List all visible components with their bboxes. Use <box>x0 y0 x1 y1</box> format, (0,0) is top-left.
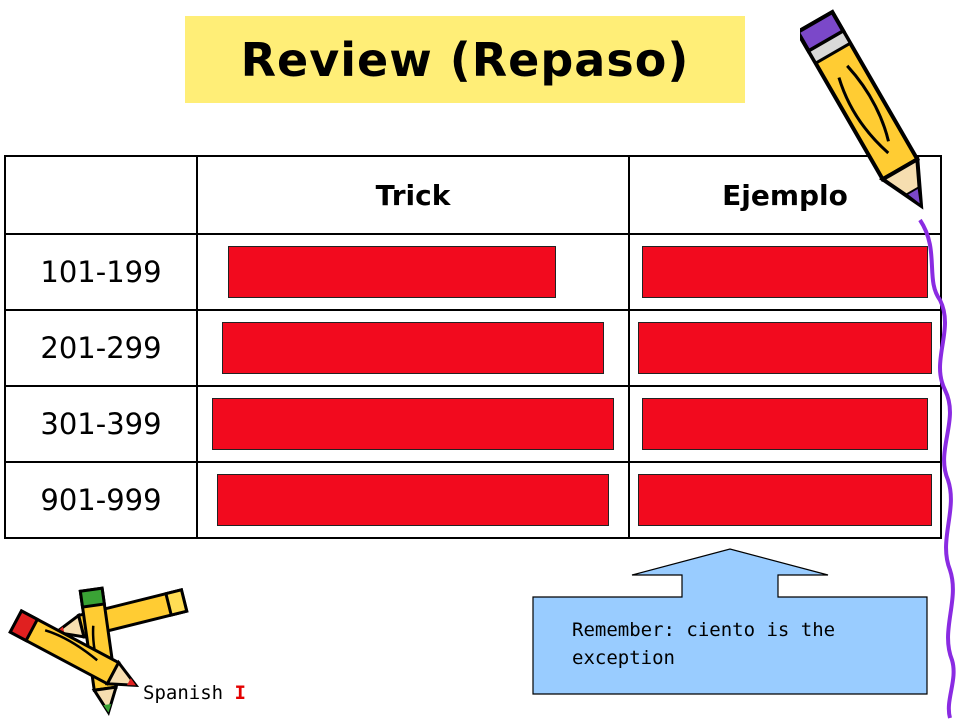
header-blank <box>4 155 198 235</box>
table-row: 901-999 <box>4 461 942 539</box>
hidden-answer-box[interactable] <box>638 474 932 526</box>
footer-course: Spanish <box>143 682 224 704</box>
trick-cell <box>196 233 630 311</box>
example-cell <box>628 461 942 539</box>
range-cell: 201-299 <box>4 309 198 387</box>
slide-title: Review (Repaso) <box>240 32 690 87</box>
hidden-answer-box[interactable] <box>638 322 932 374</box>
table-header-row: Trick Ejemplo <box>4 155 942 235</box>
trick-cell <box>196 309 630 387</box>
review-table: Trick Ejemplo 101-199 201-299 301-399 90… <box>4 155 942 539</box>
hidden-answer-box[interactable] <box>642 246 928 298</box>
callout-text: Remember: ciento is the exception <box>572 619 836 669</box>
range-cell: 101-199 <box>4 233 198 311</box>
table-row: 201-299 <box>4 309 942 387</box>
example-cell <box>628 233 942 311</box>
hidden-answer-box[interactable] <box>212 398 614 450</box>
hidden-answer-box[interactable] <box>228 246 556 298</box>
range-cell: 901-999 <box>4 461 198 539</box>
pencil-icon <box>800 9 956 719</box>
example-cell <box>628 309 942 387</box>
title-banner: Review (Repaso) <box>185 16 745 103</box>
table-row: 101-199 <box>4 233 942 311</box>
hidden-answer-box[interactable] <box>642 398 928 450</box>
hidden-answer-box[interactable] <box>217 474 609 526</box>
footer-level: I <box>234 682 246 704</box>
pencils-icon <box>8 586 189 717</box>
hidden-answer-box[interactable] <box>222 322 604 374</box>
header-trick: Trick <box>196 155 630 235</box>
range-cell: 301-399 <box>4 385 198 463</box>
trick-cell <box>196 385 630 463</box>
example-cell <box>628 385 942 463</box>
callout-box <box>532 548 928 695</box>
footer-label: Spanish I <box>143 682 246 704</box>
trick-cell <box>196 461 630 539</box>
table-row: 301-399 <box>4 385 942 463</box>
